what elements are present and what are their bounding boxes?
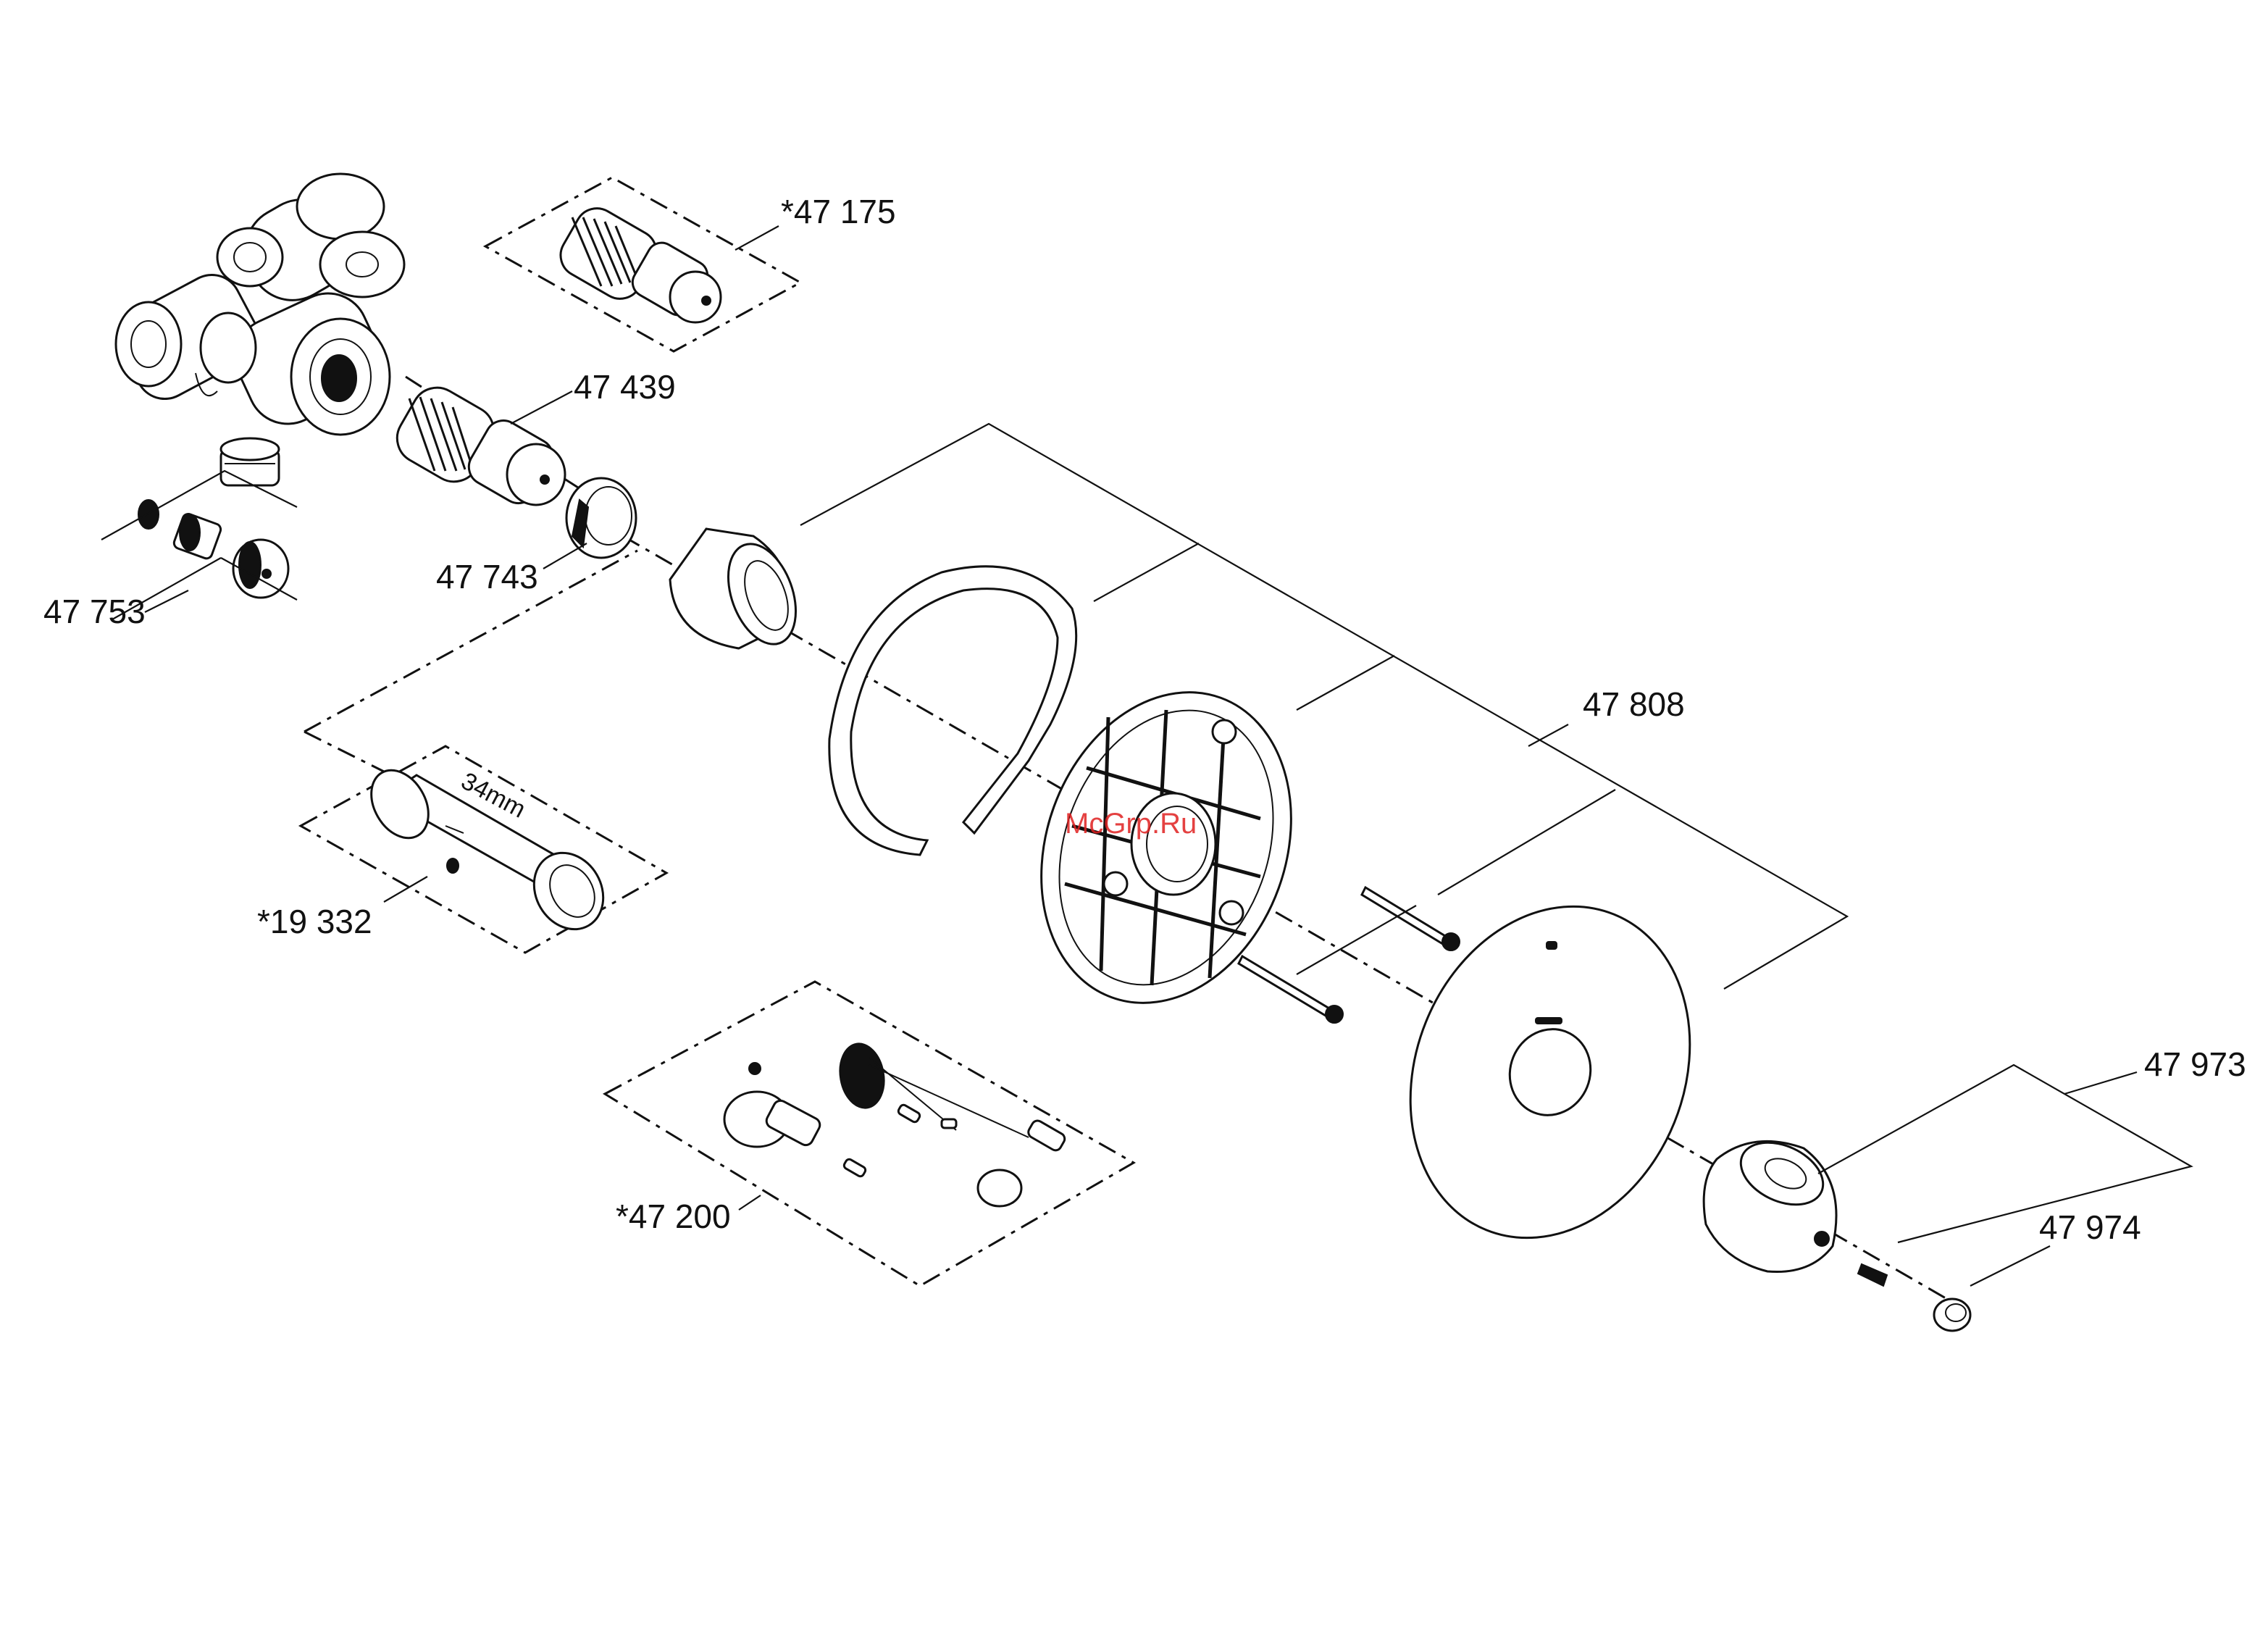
label-47743: 47 743 — [436, 558, 538, 595]
label-47439: 47 439 — [574, 368, 676, 406]
handle-knob — [1704, 1130, 1836, 1271]
parts-47200 — [724, 1040, 1067, 1206]
label-47973: 47 973 — [2144, 1045, 2246, 1083]
split-ring — [829, 567, 1076, 855]
watermark: McGrp.Ru — [1065, 808, 1197, 840]
handle-screw-and-cap — [1858, 1264, 1970, 1331]
label-19332: *19 332 — [257, 903, 372, 940]
cartridge-47439 — [388, 378, 565, 509]
label-47974: 47 974 — [2039, 1208, 2141, 1246]
label-47808: 47 808 — [1583, 685, 1685, 723]
valve-plug — [221, 438, 279, 485]
nut-47743 — [566, 478, 636, 558]
label-47753: 47 753 — [43, 593, 146, 630]
valve-body — [109, 174, 404, 437]
cartridge-47175 — [553, 201, 721, 322]
label-47175: *47 175 — [781, 193, 896, 230]
sleeve — [670, 529, 808, 653]
label-47200: *47 200 — [616, 1198, 731, 1235]
